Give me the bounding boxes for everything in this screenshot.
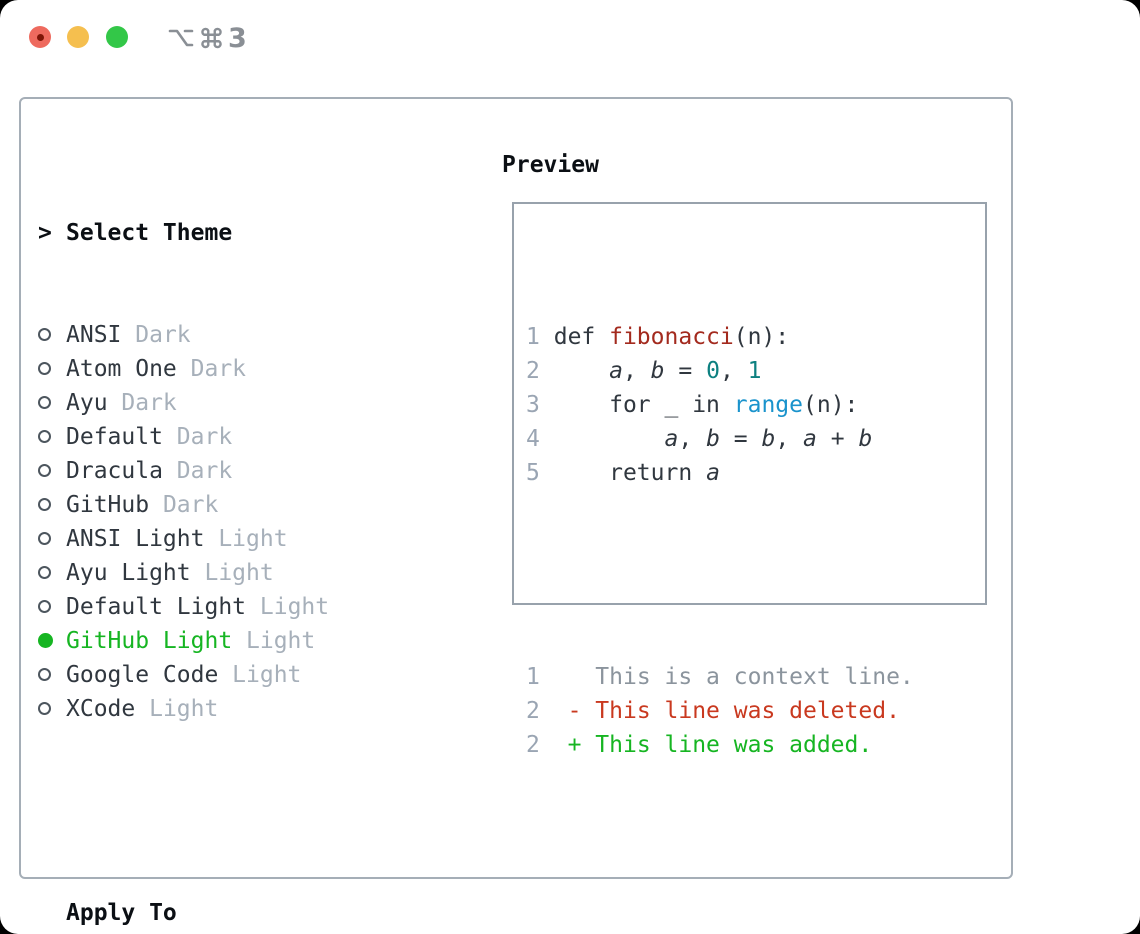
- line-number: 4: [526, 426, 540, 452]
- titlebar: 3: [0, 0, 1140, 74]
- theme-variant-tag: Dark: [121, 390, 177, 416]
- theme-variant-tag: Light: [149, 696, 219, 722]
- theme-variant-tag: Light: [259, 594, 330, 620]
- theme-item-github[interactable]: GitHub Dark: [38, 488, 426, 522]
- code-line: 3 for _ in range(n):: [526, 392, 859, 418]
- radio-icon: [38, 600, 51, 613]
- radio-icon: [38, 328, 51, 341]
- theme-variant-tag: Dark: [190, 356, 247, 382]
- line-number: 2: [526, 732, 540, 758]
- code-line: 1 def fibonacci(n):: [526, 324, 790, 350]
- shortcut-number: 3: [228, 22, 247, 54]
- theme-label: Default: [66, 424, 177, 450]
- code-line: 2 a, b = 0, 1: [526, 358, 762, 384]
- line-number: 1: [526, 664, 540, 690]
- theme-label: Default Light: [66, 594, 260, 620]
- minimize-button[interactable]: [67, 26, 89, 48]
- line-number: 3: [526, 392, 540, 418]
- theme-variant-tag: Dark: [176, 424, 233, 450]
- radio-icon: [38, 532, 51, 545]
- theme-item-default-light[interactable]: Default Light Light: [38, 590, 426, 624]
- preview-box: 1 def fibonacci(n): 2 a, b = 0, 1 3 for _ …: [512, 202, 987, 758]
- diff-lines: 1 This is a context line. 2 - This line w…: [526, 660, 914, 762]
- diff-line-added: 2 + This line was added.: [526, 732, 873, 758]
- theme-picker-header: > Select Theme: [38, 216, 426, 250]
- diff-line-deleted: 2 - This line was deleted.: [526, 698, 900, 724]
- code-line: 4 a, b = b, a + b: [526, 426, 873, 452]
- option-key-icon: [168, 29, 194, 47]
- radio-icon: [38, 668, 51, 681]
- theme-item-xcode[interactable]: XCode Light: [38, 692, 426, 726]
- theme-variant-tag: Dark: [162, 492, 219, 518]
- code-line: 5 return a: [526, 460, 720, 486]
- code-lines: 1 def fibonacci(n): 2 a, b = 0, 1 3 for _ …: [526, 320, 914, 490]
- line-number: 5: [526, 460, 540, 486]
- line-number: 2: [526, 698, 540, 724]
- theme-label: GitHub: [66, 492, 163, 518]
- radio-icon: [38, 498, 51, 511]
- theme-variant-tag: Light: [204, 560, 274, 586]
- radio-icon: [38, 430, 51, 443]
- radio-selected-icon: [38, 633, 53, 648]
- close-dot-icon: [36, 33, 44, 41]
- section-title: Apply To: [66, 900, 177, 926]
- line-number: 1: [526, 324, 540, 350]
- section-title: Select Theme: [66, 220, 233, 246]
- theme-item-default[interactable]: Default Dark: [38, 420, 426, 454]
- theme-item-ayu[interactable]: Ayu Dark: [38, 386, 426, 420]
- theme-item-github-light[interactable]: GitHub Light Light: [38, 624, 426, 658]
- theme-label: Google Code: [66, 662, 233, 688]
- radio-icon: [38, 566, 51, 579]
- diff-line-context: 1 This is a context line.: [526, 664, 914, 690]
- preview-header: Preview: [502, 152, 599, 178]
- line-number: 2: [526, 358, 540, 384]
- theme-variant-tag: Light: [246, 628, 316, 654]
- theme-label: ANSI: [66, 322, 136, 348]
- window-title: 3: [167, 21, 247, 55]
- theme-variant-tag: Dark: [176, 458, 233, 484]
- theme-item-ayu-light[interactable]: Ayu Light Light: [38, 556, 426, 590]
- theme-variant-tag: Dark: [135, 322, 191, 348]
- apply-to-header: Apply To: [38, 896, 426, 930]
- theme-label: GitHub Light: [66, 628, 247, 654]
- theme-item-google-code[interactable]: Google Code Light: [38, 658, 426, 692]
- theme-label: Ayu: [66, 390, 122, 416]
- close-button[interactable]: [29, 26, 51, 48]
- theme-item-ansi-light[interactable]: ANSI Light Light: [38, 522, 426, 556]
- zoom-button[interactable]: [106, 26, 128, 48]
- command-key-icon: [201, 27, 222, 49]
- theme-label: XCode: [66, 696, 150, 722]
- theme-label: Atom One: [66, 356, 191, 382]
- theme-variant-tag: Light: [232, 662, 302, 688]
- radio-icon: [38, 464, 51, 477]
- theme-item-ansi[interactable]: ANSI Dark: [38, 318, 426, 352]
- radio-icon: [38, 362, 51, 375]
- theme-label: Dracula: [66, 458, 177, 484]
- theme-item-atom-one[interactable]: Atom One Dark: [38, 352, 426, 386]
- theme-variant-tag: Light: [218, 526, 288, 552]
- theme-label: ANSI Light: [66, 526, 219, 552]
- prompt-icon: >: [38, 220, 52, 246]
- theme-label: Ayu Light: [66, 560, 205, 586]
- theme-item-dracula[interactable]: Dracula Dark: [38, 454, 426, 488]
- radio-icon: [38, 396, 51, 409]
- code-preview: 1 def fibonacci(n): 2 a, b = 0, 1 3 for _ …: [526, 252, 914, 830]
- radio-icon: [38, 702, 51, 715]
